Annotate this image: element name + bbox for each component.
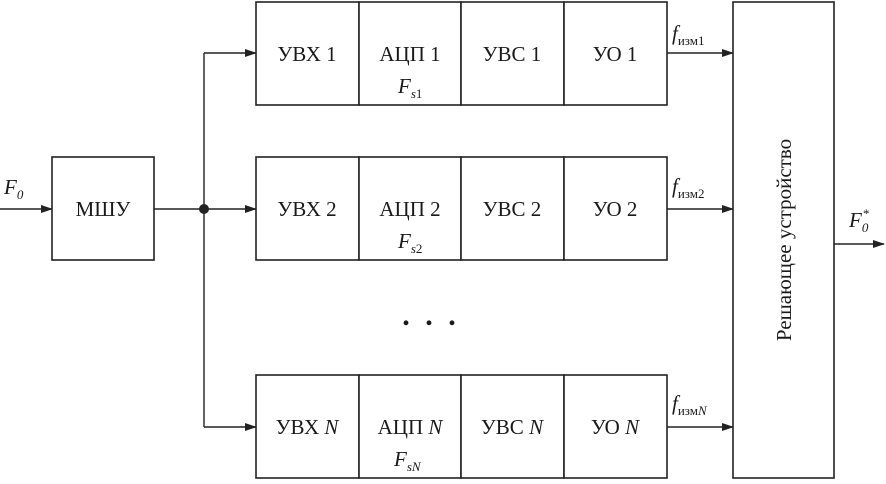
input-signal-label: F0: [3, 175, 24, 202]
uo-1-block: [563, 1, 668, 106]
fs-n-label: FsN: [393, 447, 422, 474]
output-signal-label: F0*: [848, 206, 869, 235]
uvh-n-label: УВХ N: [276, 415, 340, 439]
uvs-n-label: УВС N: [481, 415, 544, 439]
adc-1-block: [358, 1, 462, 106]
uvs-1-label: УВС 1: [483, 42, 542, 66]
channel-1: УВХ 1 АЦП 1 Fs1 УВС 1 УО 1 fизм1: [255, 1, 734, 106]
ellipsis: . . .: [402, 299, 460, 332]
fs-1-label: Fs1: [397, 74, 422, 101]
f-meas-1-label: fизм1: [672, 21, 704, 48]
adc-2-block: [358, 156, 462, 261]
uo-2-label: УО 2: [593, 197, 638, 221]
adc-n-block: [358, 374, 462, 479]
adc-n-label: АЦП N: [378, 415, 444, 439]
uvs-n-block: [460, 374, 565, 479]
decision-device-block: [732, 1, 835, 479]
fs-2-label: Fs2: [397, 229, 422, 256]
uvh-2-label: УВХ 2: [277, 197, 336, 221]
uvh-1-block: [255, 1, 360, 106]
channel-2: УВХ 2 АЦП 2 Fs2 УВС 2 УО 2 fизм2: [255, 156, 734, 261]
f-meas-n-label: fизмN: [672, 391, 708, 418]
uvh-n-block: [255, 374, 360, 479]
uvh-2-block: [255, 156, 360, 261]
uvs-1-block: [460, 1, 565, 106]
lna-label: МШУ: [76, 197, 131, 221]
uo-2-block: [563, 156, 668, 261]
f-meas-2-label: fизм2: [672, 174, 704, 201]
decision-device-label: Решающее устройство: [772, 139, 796, 341]
uvs-2-label: УВС 2: [483, 197, 542, 221]
adc-1-label: АЦП 1: [379, 42, 440, 66]
channel-n: УВХ N АЦП N FsN УВС N УО N fизмN: [255, 374, 734, 479]
uo-n-block: [563, 374, 668, 479]
uvh-1-label: УВХ 1: [277, 42, 336, 66]
uo-1-label: УО 1: [593, 42, 638, 66]
adc-2-label: АЦП 2: [379, 197, 440, 221]
uo-n-label: УО N: [591, 415, 640, 439]
